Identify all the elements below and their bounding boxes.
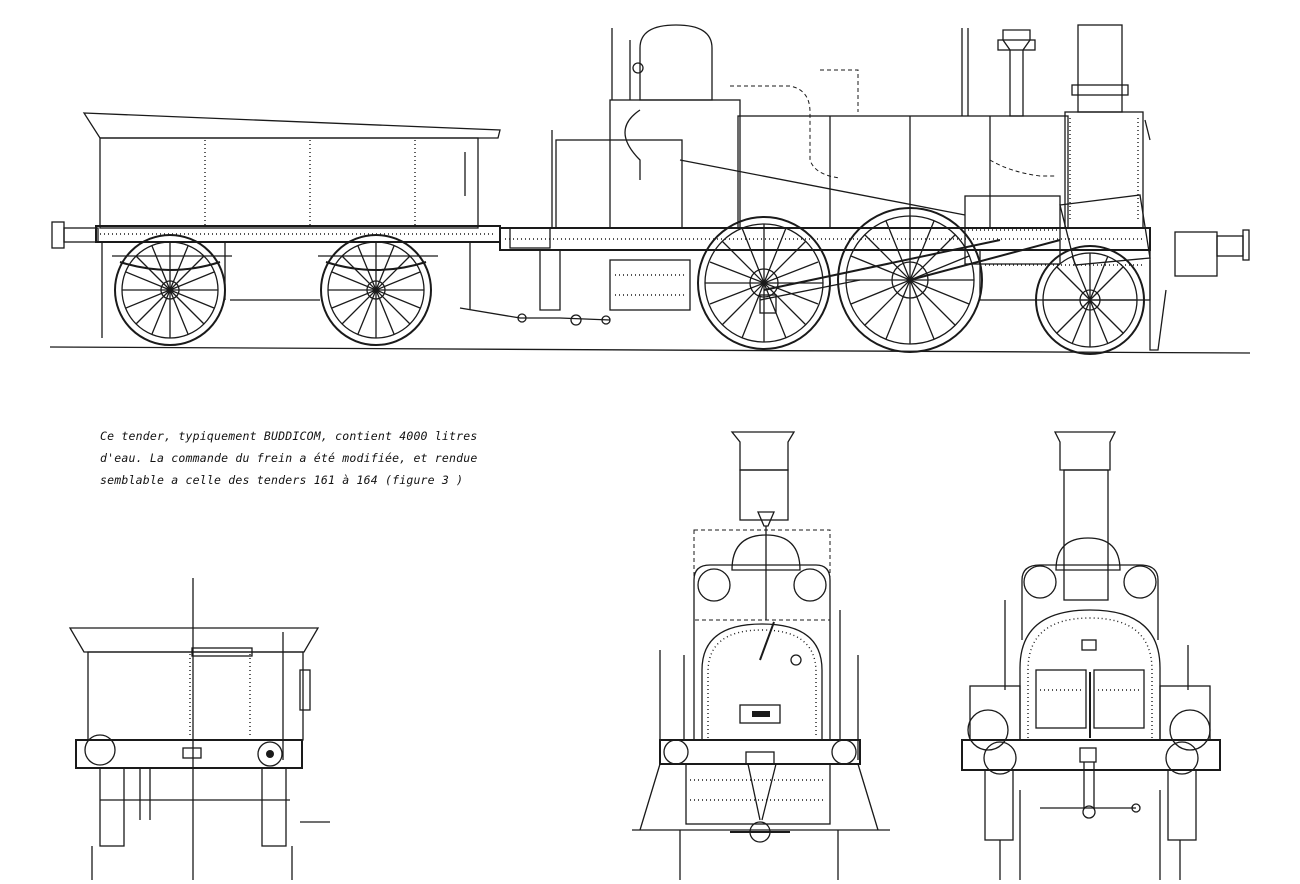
tender-rear-view	[68, 578, 330, 880]
locomotive-front-view	[961, 431, 1221, 880]
handwritten-caption: Ce tender, typiquement BUDDICOM, contien…	[100, 425, 480, 491]
caption-line-2: d'eau. La commande du frein a été modifi…	[100, 451, 478, 465]
locomotive-rear-view	[632, 431, 890, 880]
side-elevation	[49, 24, 1251, 355]
locomotive-side-view	[499, 24, 1250, 355]
tender-side-view	[51, 112, 611, 346]
rail-line	[49, 346, 1251, 354]
tender-wheel-rear	[320, 234, 432, 346]
caption-line-3: semblable a celle des tenders 161 à 164 …	[100, 473, 464, 487]
tender-wheel-front	[114, 234, 226, 346]
loco-wheel-trailing	[697, 216, 831, 350]
loco-leading-wheel	[1035, 245, 1145, 355]
caption-line-1: Ce tender, typiquement BUDDICOM, contien…	[100, 429, 478, 443]
